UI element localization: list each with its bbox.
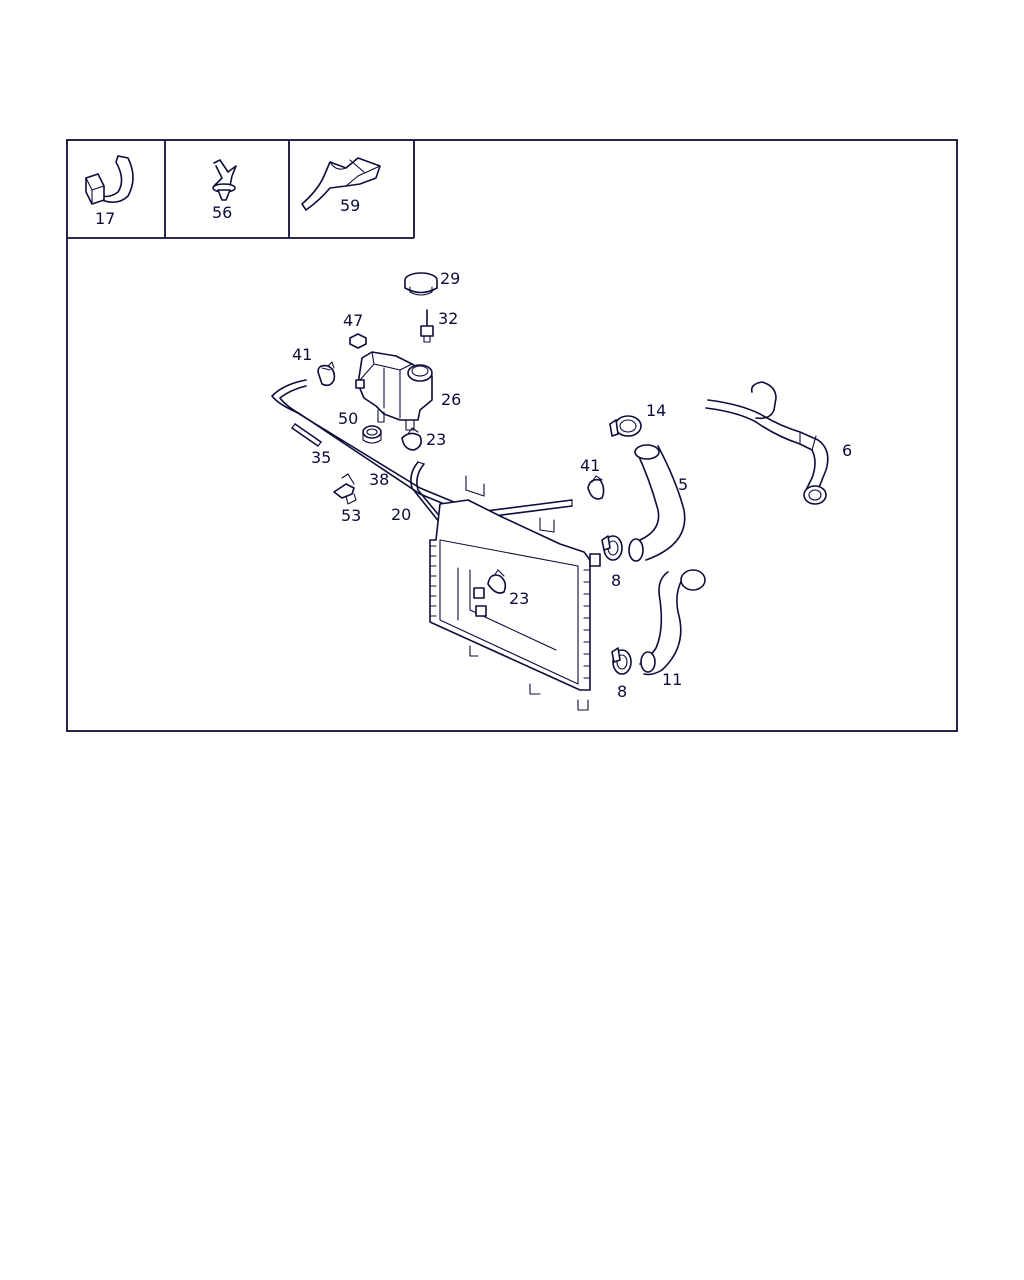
clamp-8-lower-icon <box>611 647 632 675</box>
callout-14: 14 <box>646 401 666 420</box>
clip-53-icon <box>333 473 357 505</box>
callout-20: 20 <box>391 505 411 524</box>
inset-label-59: 59 <box>340 196 360 215</box>
callout-23-lower: 23 <box>509 589 529 608</box>
clamp-8-upper-icon <box>601 535 623 561</box>
callout-23-upper: 23 <box>426 430 446 449</box>
callout-26: 26 <box>441 390 461 409</box>
hose-11-icon <box>639 569 706 676</box>
callout-32: 32 <box>438 309 458 328</box>
callout-11: 11 <box>662 670 682 689</box>
bracket-59-icon <box>301 157 381 211</box>
inset-panel <box>67 140 415 239</box>
clamp-14-icon <box>609 415 642 437</box>
inset-label-17: 17 <box>95 209 115 228</box>
callout-8-lower: 8 <box>617 682 627 701</box>
clamp-23-lower-icon <box>487 569 507 594</box>
callout-8-upper: 8 <box>611 571 621 590</box>
callout-labels: 29 32 47 41 26 50 23 35 38 53 20 14 41 5… <box>292 269 852 701</box>
callout-50: 50 <box>338 409 358 428</box>
clamp-41-left-icon <box>317 361 336 387</box>
callout-41-left: 41 <box>292 345 312 364</box>
expansion-tank-26-icon <box>355 351 433 431</box>
hose-35-icon <box>291 423 322 447</box>
inset-label-56: 56 <box>212 203 232 222</box>
push-clip-56-icon <box>212 159 237 201</box>
clamp-41-right-icon <box>587 475 605 500</box>
clamp-23-upper-icon <box>401 427 422 451</box>
nut-47-icon <box>349 333 367 349</box>
radiator-icon <box>429 475 601 711</box>
callout-29: 29 <box>440 269 460 288</box>
filler-cap-29-icon <box>404 272 438 296</box>
level-sensor-32-icon <box>420 309 434 343</box>
hose-5-icon <box>628 444 686 562</box>
callout-47: 47 <box>343 311 363 330</box>
grommet-50-icon <box>362 425 382 444</box>
callout-5: 5 <box>678 475 688 494</box>
callout-38: 38 <box>369 470 389 489</box>
clip-17-icon <box>85 155 134 205</box>
callout-41-right: 41 <box>580 456 600 475</box>
callout-6: 6 <box>842 441 852 460</box>
callout-53: 53 <box>341 506 361 525</box>
diagram-frame <box>66 139 958 732</box>
hose-6-icon <box>705 381 829 505</box>
callout-35: 35 <box>311 448 331 467</box>
hose-38-icon <box>271 379 573 519</box>
